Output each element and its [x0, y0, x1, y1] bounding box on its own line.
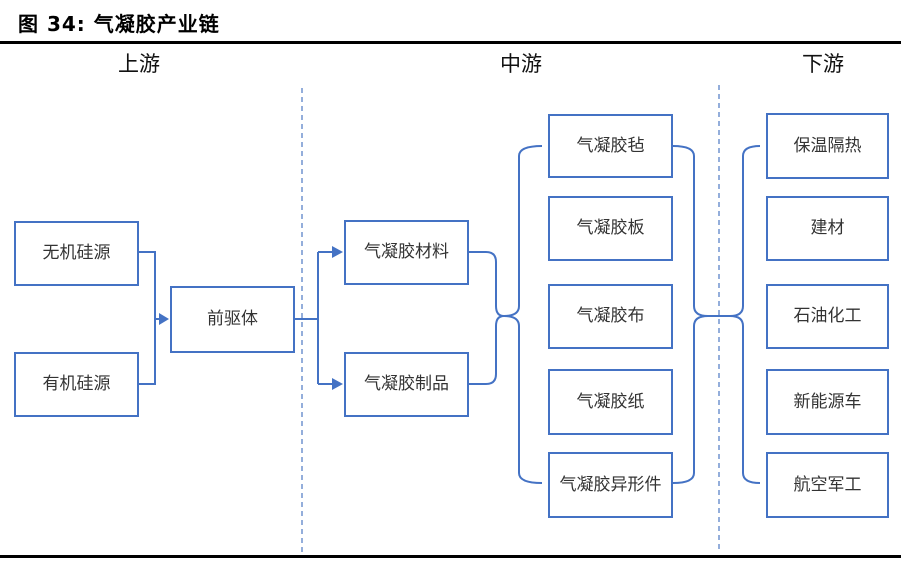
node-new-energy-vehicle: 新能源车: [766, 369, 889, 435]
node-aerogel-felt: 气凝胶毡: [548, 114, 673, 178]
arrowhead-material-icon: [332, 246, 343, 258]
node-organic-silicon-source: 有机硅源: [14, 352, 139, 417]
node-aerogel-paper: 气凝胶纸: [548, 369, 673, 435]
section-header-upstream: 上游: [118, 52, 160, 76]
brace-downstream-fanout: [729, 145, 761, 484]
brace-midstream-collect: [672, 145, 709, 484]
arrowhead-precursor-icon: [159, 313, 169, 325]
node-aerogel-board: 气凝胶板: [548, 196, 673, 261]
node-building-materials: 建材: [766, 196, 889, 261]
bottom-rule-divider: [0, 555, 901, 558]
top-rule-divider: [0, 41, 901, 44]
bracket-midpair-merge: [469, 251, 505, 385]
node-petrochemical: 石油化工: [766, 284, 889, 349]
connector-sources-merge: [139, 251, 156, 385]
brace-midstream-fanout: [503, 145, 543, 484]
arrowhead-products-icon: [332, 378, 343, 390]
node-precursor: 前驱体: [170, 286, 295, 353]
connector-precursor-split: [295, 251, 332, 385]
node-aerogel-products: 气凝胶制品: [344, 352, 469, 417]
node-aerogel-shaped-parts: 气凝胶异形件: [548, 452, 673, 518]
node-aerogel-cloth: 气凝胶布: [548, 284, 673, 349]
section-header-midstream: 中游: [500, 52, 542, 76]
section-header-downstream: 下游: [802, 52, 844, 76]
node-thermal-insulation: 保温隔热: [766, 113, 889, 179]
node-inorganic-silicon-source: 无机硅源: [14, 221, 139, 286]
node-aerospace-military: 航空军工: [766, 452, 889, 518]
figure-title: 图 34: 气凝胶产业链: [18, 12, 220, 36]
node-aerogel-material: 气凝胶材料: [344, 220, 469, 285]
